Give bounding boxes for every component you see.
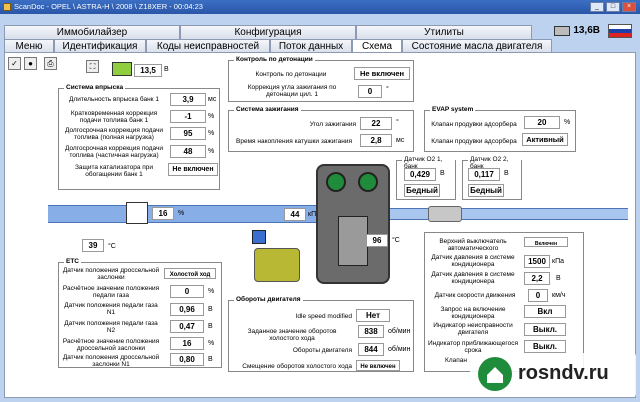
tab-immobilizer[interactable]: Иммобилайзер	[4, 25, 180, 39]
top-tab-row: Иммобилайзер Конфигурация Утилиты	[4, 25, 532, 39]
minimize-icon[interactable]: _	[590, 2, 604, 12]
window-title: ScanDoc - OPEL \ ASTRA-H \ 2008 \ Z18XER…	[14, 2, 203, 11]
app-icon	[3, 3, 11, 11]
battery-icon-panel	[112, 62, 132, 76]
title-bar: ScanDoc - OPEL \ ASTRA-H \ 2008 \ Z18XER…	[0, 0, 640, 14]
check-icon[interactable]: ✓	[8, 57, 21, 70]
tab-configuration[interactable]: Конфигурация	[180, 25, 356, 39]
catalyst-icon	[428, 206, 462, 222]
house-icon	[478, 357, 512, 391]
throttle-body-icon	[126, 202, 148, 224]
tab-menu[interactable]: Меню	[4, 39, 54, 53]
chart-icon[interactable]: ⛶	[86, 60, 99, 73]
intake-pipe	[48, 205, 320, 223]
injection-title: Система впрыска	[64, 84, 126, 91]
engine-icon	[316, 164, 390, 284]
tab-identification[interactable]: Идентификация	[54, 39, 146, 53]
close-icon[interactable]: ×	[622, 2, 636, 12]
tab-trouble-codes[interactable]: Коды неисправностей	[146, 39, 270, 53]
voltage-readout: 13,6В	[573, 25, 600, 36]
tab-utilities[interactable]: Утилиты	[356, 25, 532, 39]
record-icon[interactable]: ●	[24, 57, 37, 70]
tab-oil-condition[interactable]: Состояние масла двигателя	[402, 39, 552, 53]
exhaust-pipe	[388, 208, 628, 220]
tab-scheme[interactable]: Схема	[352, 39, 402, 53]
watermark-text: rosndv.ru	[518, 362, 609, 384]
purge-valve-icon	[252, 230, 266, 244]
canister-icon	[254, 248, 300, 282]
print-icon[interactable]: ⎙	[44, 57, 57, 70]
watermark: rosndv.ru	[470, 353, 636, 397]
language-flag-icon[interactable]	[608, 24, 632, 38]
battery-voltage-value: 13,5	[134, 64, 162, 77]
main-tab-row: Меню Идентификация Коды неисправностей П…	[4, 39, 552, 53]
battery-icon	[554, 26, 570, 36]
maximize-icon[interactable]: □	[606, 2, 620, 12]
tab-data-stream[interactable]: Поток данных	[270, 39, 352, 53]
window-controls: _ □ ×	[590, 2, 636, 12]
